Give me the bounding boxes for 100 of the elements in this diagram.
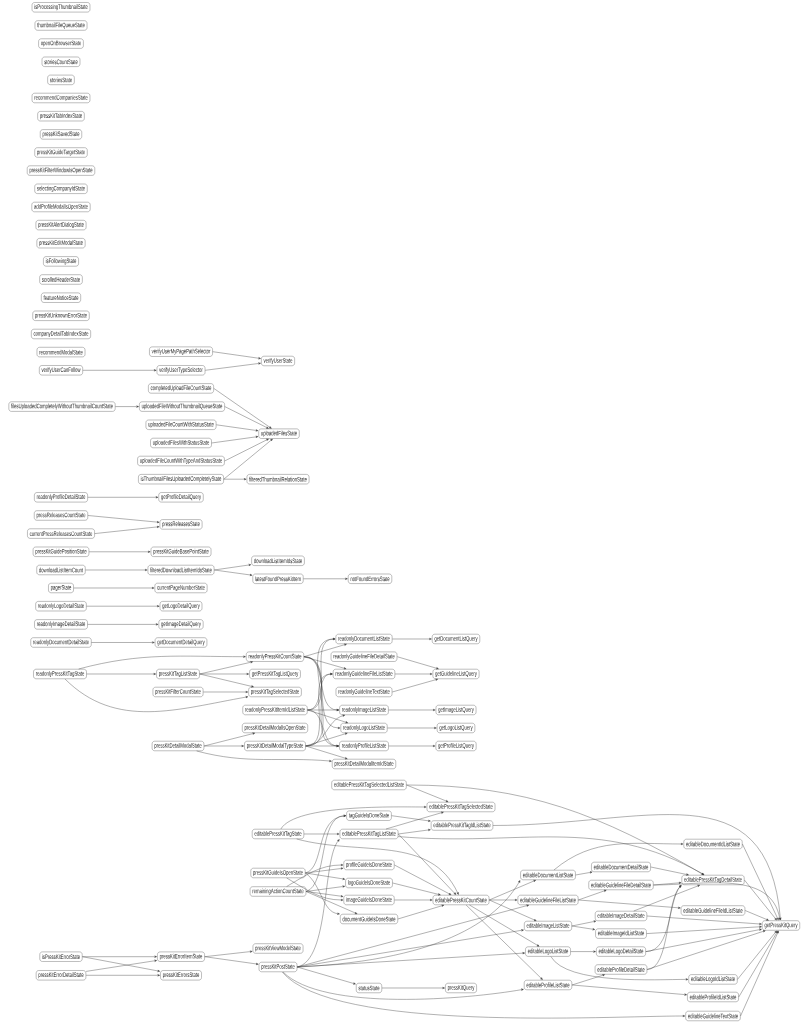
arrow (87, 515, 160, 524)
arrow (550, 956, 689, 981)
arrow (203, 744, 244, 748)
arrow (199, 672, 249, 676)
arrow (305, 744, 339, 748)
arrow (303, 656, 341, 730)
arrow (305, 814, 347, 874)
arrow (223, 478, 247, 481)
arrow (87, 496, 159, 499)
arrow (469, 904, 540, 947)
arrow (199, 673, 254, 688)
arrow (303, 656, 347, 670)
arrow (297, 966, 356, 985)
arrow (305, 872, 340, 915)
arrow (653, 882, 781, 921)
arrow (307, 708, 340, 712)
arrow (385, 811, 444, 830)
arrow (282, 971, 686, 1019)
arrow (297, 952, 525, 968)
arrow (489, 899, 537, 921)
arrow (91, 641, 155, 644)
arrow (216, 424, 259, 432)
arrow (305, 891, 344, 898)
arrow (392, 637, 432, 641)
arrow (305, 814, 347, 892)
arrow (553, 842, 684, 871)
arrow (387, 726, 437, 730)
arrow (205, 362, 261, 371)
arrow (73, 586, 155, 590)
arrow (204, 956, 259, 965)
arrow (85, 568, 148, 572)
arrow (394, 898, 433, 902)
arrow (744, 910, 769, 921)
arrow (305, 732, 348, 747)
arrow (286, 877, 344, 902)
arrow (571, 984, 687, 996)
arrow (571, 920, 597, 927)
arrow (396, 656, 439, 670)
arrow (645, 928, 762, 952)
arrow (398, 833, 457, 895)
arrow (646, 885, 682, 970)
arrow (740, 930, 779, 1017)
arrow (489, 898, 518, 902)
arrow (87, 623, 159, 626)
arrow (633, 884, 700, 912)
arrow (398, 828, 431, 835)
arrow (286, 863, 344, 887)
arrow (94, 525, 160, 534)
arrow (307, 709, 348, 724)
arrow (737, 930, 777, 980)
arrow (86, 605, 160, 608)
arrow (223, 438, 273, 480)
arrow (570, 950, 596, 953)
arrow (305, 891, 358, 914)
arrow (381, 986, 445, 990)
arrow (88, 550, 151, 553)
arrow (214, 569, 253, 576)
arrow (85, 974, 160, 977)
arrow (392, 678, 438, 693)
arrow (196, 750, 332, 762)
arrow (305, 867, 344, 874)
arrow (82, 369, 157, 372)
arrow (394, 672, 433, 676)
arrow (744, 879, 777, 921)
arrow (305, 745, 348, 760)
arrow (86, 672, 156, 676)
arrow (571, 925, 596, 931)
arrow (303, 832, 340, 836)
arrow (392, 882, 441, 896)
arrow (397, 904, 445, 920)
arrow (578, 899, 681, 909)
arrow (280, 805, 427, 830)
arrow (203, 690, 249, 694)
arrow (305, 872, 345, 880)
arrow (646, 925, 762, 934)
arrow (388, 744, 436, 748)
arrow (578, 889, 607, 901)
arrow (213, 388, 272, 429)
arrow (224, 406, 269, 429)
arrow (388, 708, 436, 712)
arrow (646, 930, 766, 970)
arrow (646, 915, 762, 925)
arrow (571, 974, 605, 986)
arrow (738, 930, 778, 998)
arrow (575, 871, 593, 876)
arrow (78, 655, 246, 670)
arrow (82, 955, 157, 958)
arrow (303, 577, 348, 580)
arrow (297, 904, 529, 968)
arrow (391, 815, 431, 822)
arrow (211, 435, 259, 444)
arrow (224, 438, 269, 462)
arrow (394, 864, 452, 895)
arrow (398, 836, 705, 875)
arrow (489, 880, 536, 901)
arrow (742, 843, 779, 921)
arrow (64, 678, 249, 712)
arrow (282, 971, 524, 1000)
arrow (465, 904, 543, 980)
arrow (492, 814, 782, 921)
